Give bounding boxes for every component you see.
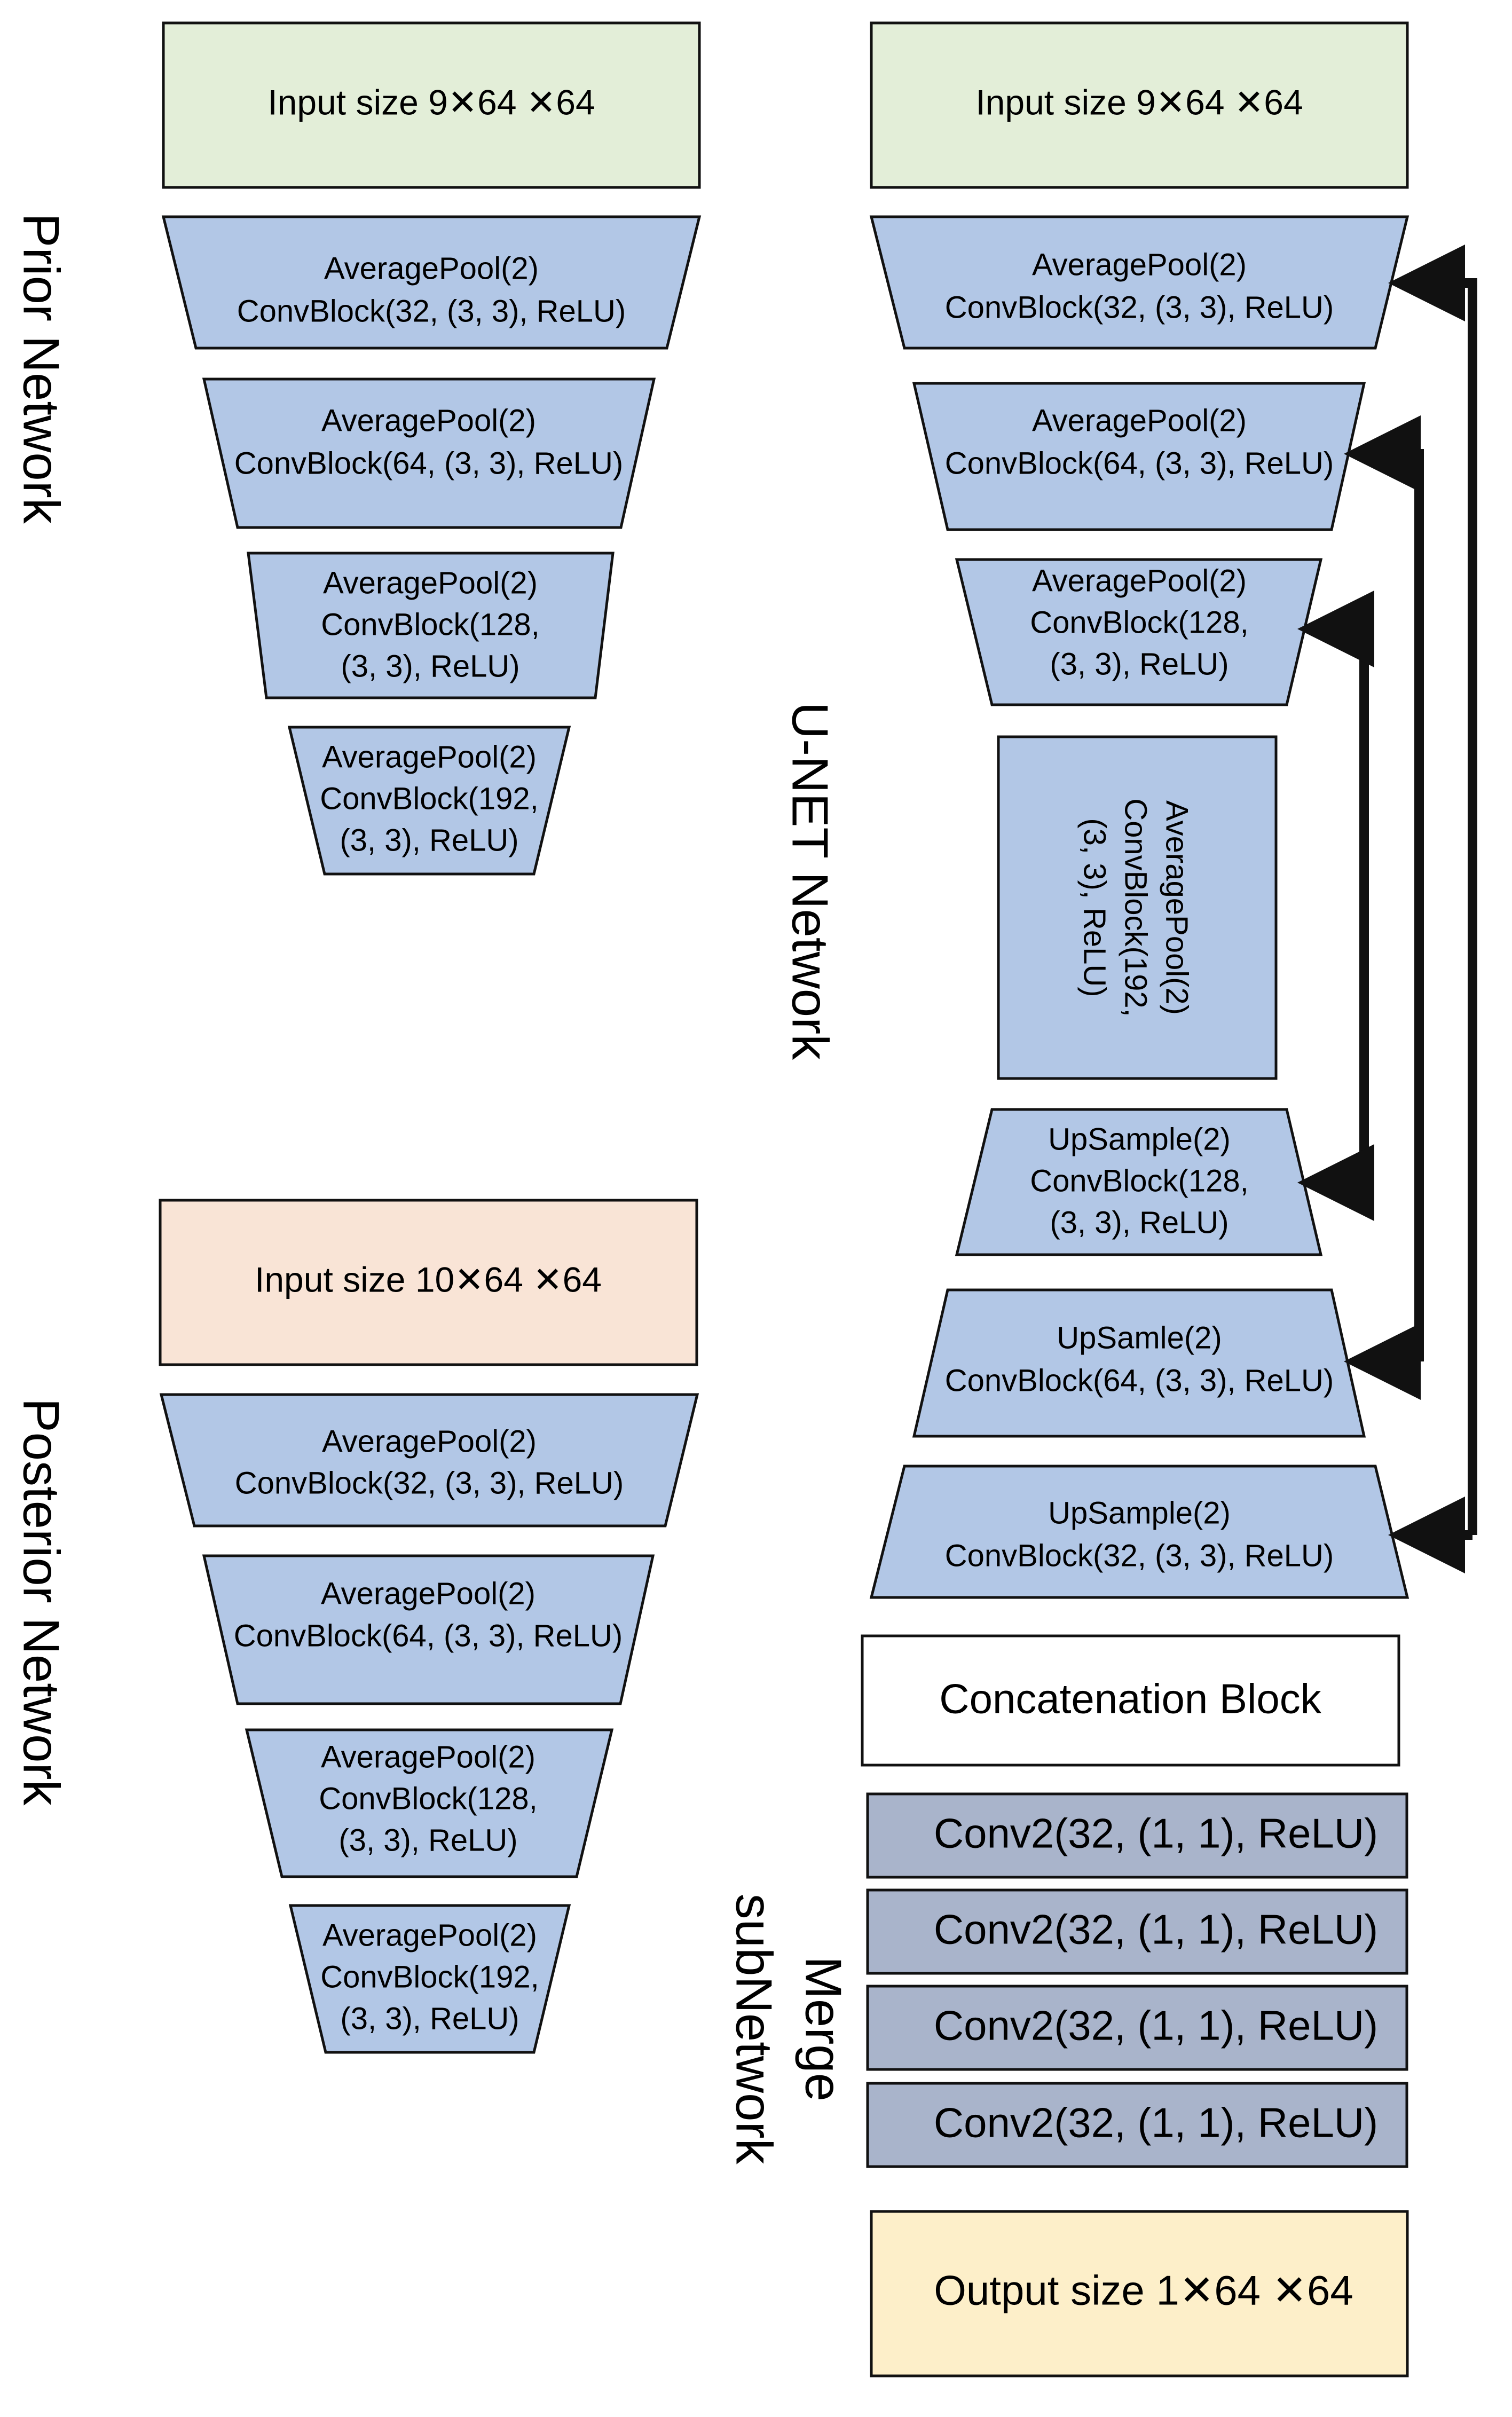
block-line-2: ConvBlock(128, [1030,605,1248,640]
block-line-2: ConvBlock(32, (3, 3), ReLU) [945,1538,1334,1573]
block-line-1: AveragePool(2) [1160,800,1194,1015]
conv-layer-label: Conv2(32, (1, 1), ReLU) [934,1810,1378,1857]
block-line-3: (3, 3), ReLU) [1050,1205,1228,1240]
prior-input-label: Input size 9✕64 ✕64 [267,82,595,122]
posterior-block: AveragePool(2) ConvBlock(192, (3, 3), Re… [288,1904,571,2054]
skip-connection-64 [1344,415,1424,1361]
conv-layer: Conv2(32, (1, 1), ReLU) [866,1792,1408,1879]
block-line-1: UpSample(2) [1048,1122,1231,1156]
skip-connection-128 [1297,591,1374,1183]
block-line-3: (3, 3), ReLU) [340,2001,519,2036]
block-line-2: ConvBlock(64, (3, 3), ReLU) [945,1363,1334,1398]
unet-network: Input size 9✕64 ✕64 AveragePool(2) ConvB… [869,21,1477,1599]
block-line-2: ConvBlock(192, [1119,798,1153,1017]
skip-connection-32 [1388,245,1477,1535]
unet-input-label: Input size 9✕64 ✕64 [975,82,1303,122]
posterior-input-box [159,1199,698,1366]
output-label: Output size 1✕64 ✕64 [934,2267,1353,2314]
block-line-3: (3, 3), ReLU) [341,649,519,683]
block-line-2: ConvBlock(192, [320,1959,539,1994]
prior-block: AveragePool(2) ConvBlock(128, (3, 3), Re… [247,552,615,699]
unet-down-block: AveragePool(2) ConvBlock(128, (3, 3), Re… [955,558,1323,706]
skip-connections [1297,245,1477,1573]
block-line-1: AveragePool(2) [322,1918,537,1953]
block-line-1: AveragePool(2) [1032,563,1247,598]
posterior-block: AveragePool(2) ConvBlock(128, (3, 3), Re… [245,1728,614,1878]
posterior-block: AveragePool(2) ConvBlock(64, (3, 3), ReL… [202,1554,655,1705]
block-line-1: AveragePool(2) [323,565,538,600]
unet-network-label: U-NET Network [782,702,839,1060]
block-line-1: AveragePool(2) [321,403,536,438]
block-line-1: AveragePool(2) [321,1576,536,1611]
block-line-3: (3, 3), ReLU) [340,823,518,857]
prior-block: AveragePool(2) ConvBlock(32, (3, 3), ReL… [161,215,702,350]
conv-layer-label: Conv2(32, (1, 1), ReLU) [934,1906,1378,1953]
output-box [870,2210,1409,2377]
block-line-2: ConvBlock(128, [1030,1163,1248,1198]
block-line-3: (3, 3), ReLU) [1077,818,1112,997]
block-line-2: ConvBlock(128, [319,1781,537,1816]
prior-block: AveragePool(2) ConvBlock(192, (3, 3), Re… [287,726,571,876]
conv-layer-label: Conv2(32, (1, 1), ReLU) [934,2099,1378,2146]
block-line-2: ConvBlock(64, (3, 3), ReLU) [234,446,623,481]
merge-subnetwork: Concatenation Block Conv2(32, (1, 1), Re… [861,1634,1409,2377]
posterior-network: Input size 10✕64 ✕64 AveragePool(2) Conv… [159,1199,699,2054]
unet-up-block: UpSample(2) ConvBlock(128, (3, 3), ReLU) [955,1108,1323,1256]
block-line-2: ConvBlock(64, (3, 3), ReLU) [945,446,1334,481]
block-line-1: AveragePool(2) [1032,247,1247,282]
concatenation-label: Concatenation Block [939,1675,1321,1722]
prior-network: Input size 9✕64 ✕64 AveragePool(2) ConvB… [161,21,702,876]
unet-down-block: AveragePool(2) ConvBlock(64, (3, 3), ReL… [912,382,1366,531]
block-line-1: AveragePool(2) [1032,403,1247,438]
prior-block: AveragePool(2) ConvBlock(64, (3, 3), ReL… [202,377,656,529]
block-line-2: ConvBlock(32, (3, 3), ReLU) [235,1466,624,1500]
concatenation-block [861,1634,1400,1767]
conv-layer: Conv2(32, (1, 1), ReLU) [866,2082,1408,2168]
block-line-2: ConvBlock(192, [320,781,538,816]
conv-layer: Conv2(32, (1, 1), ReLU) [866,1985,1408,2071]
block-line-1: UpSample(2) [1048,1495,1231,1530]
conv-layer: Conv2(32, (1, 1), ReLU) [866,1888,1408,1975]
posterior-block: AveragePool(2) ConvBlock(32, (3, 3), ReL… [159,1393,699,1528]
block-line-2: ConvBlock(64, (3, 3), ReLU) [234,1618,623,1653]
block-line-1: AveragePool(2) [321,1739,536,1774]
block-line-1: AveragePool(2) [324,251,539,286]
prior-network-label: Prior Network [13,213,70,524]
posterior-input-label: Input size 10✕64 ✕64 [255,1259,602,1299]
unet-down-block: AveragePool(2) ConvBlock(32, (3, 3), ReL… [869,215,1409,350]
unet-up-block: UpSamle(2) ConvBlock(64, (3, 3), ReLU) [912,1288,1366,1438]
unet-input-box [870,21,1409,189]
block-line-2: ConvBlock(32, (3, 3), ReLU) [237,294,626,328]
posterior-network-label: Posterior Network [13,1398,70,1806]
block-line-3: (3, 3), ReLU) [1050,647,1228,681]
unet-up-block: UpSample(2) ConvBlock(32, (3, 3), ReLU) [869,1465,1409,1599]
block-line-1: AveragePool(2) [322,739,537,774]
merge-subnetwork-label-line1: Merge [795,1956,852,2101]
unet-bottleneck-block: AveragePool(2) ConvBlock(192, (3, 3), Re… [997,735,1278,1080]
prior-input-box [162,21,701,189]
block-line-1: AveragePool(2) [322,1424,537,1459]
block-line-2: ConvBlock(128, [321,607,539,642]
block-line-3: (3, 3), ReLU) [338,1823,517,1857]
merge-subnetwork-label-line2: subNetwork [726,1894,783,2165]
block-line-1: UpSamle(2) [1057,1320,1222,1355]
conv-layer-label: Conv2(32, (1, 1), ReLU) [934,2002,1378,2049]
block-line-2: ConvBlock(32, (3, 3), ReLU) [945,290,1334,325]
